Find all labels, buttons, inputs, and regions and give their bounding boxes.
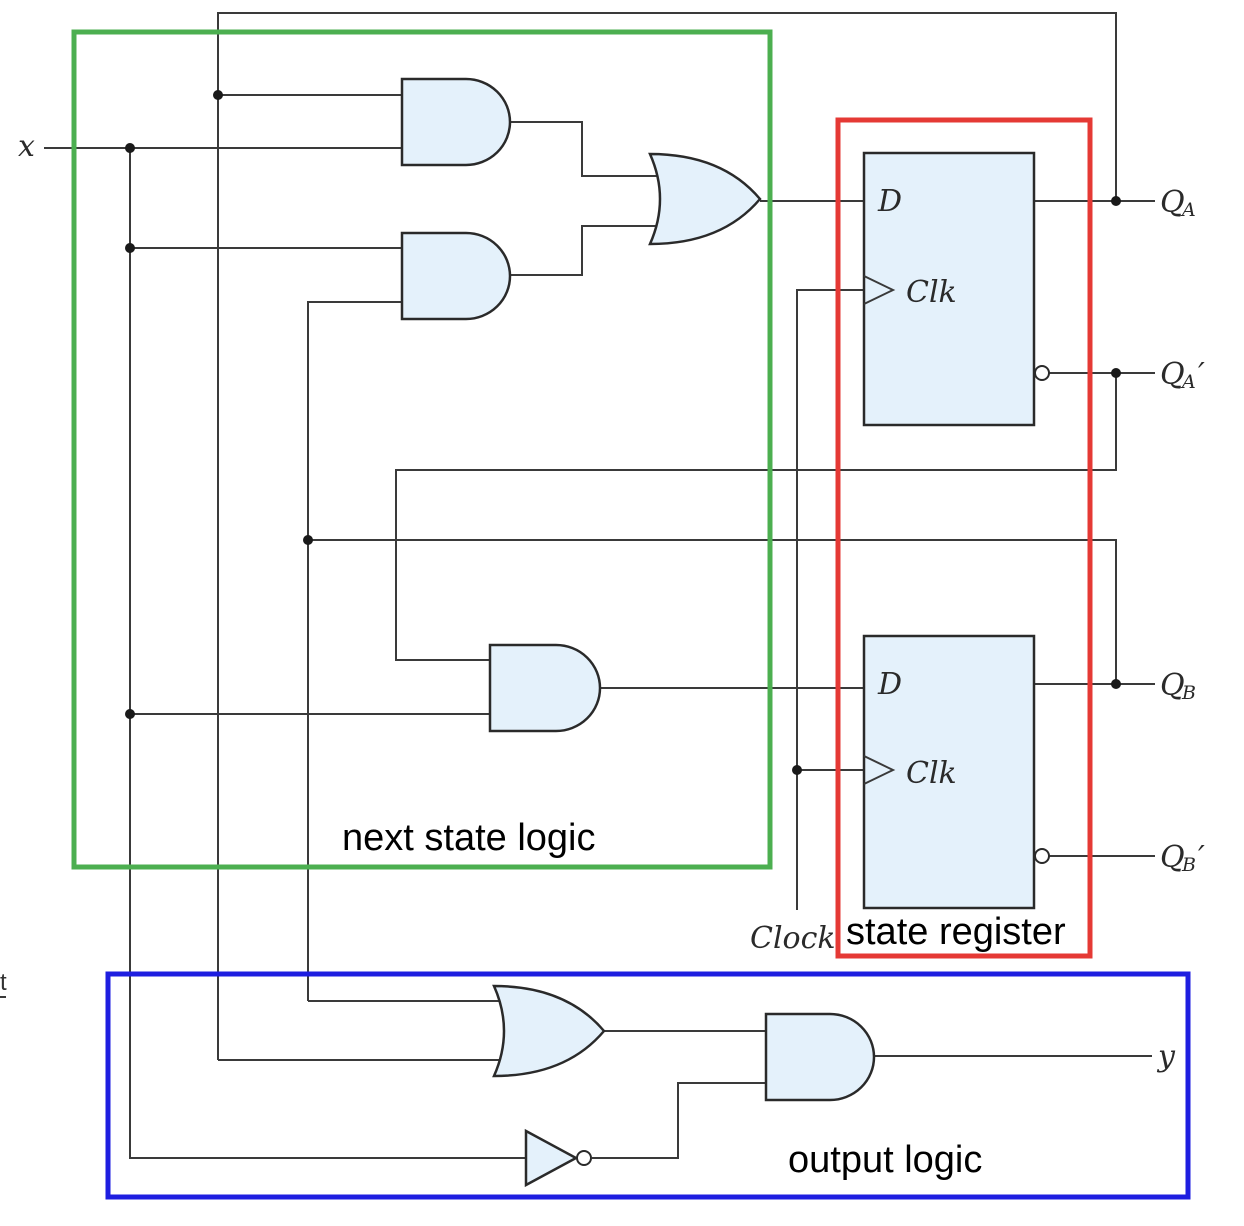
state-register-label: state register [846, 911, 1066, 953]
junction-dot [125, 709, 135, 719]
junction-dot [303, 535, 313, 545]
wire-clock [796, 289, 864, 910]
clock-label: Clock [750, 921, 836, 956]
wire-not-and4 [592, 1082, 766, 1159]
junction-dot [792, 765, 802, 775]
or-gate-2 [492, 984, 606, 1078]
output-y-label: y [1156, 1039, 1176, 1074]
wire-qb-feedback [307, 301, 402, 1001]
input-x-label: x [18, 129, 35, 164]
junction-dot [213, 90, 223, 100]
flipflop-b-clk-triangle [863, 755, 896, 785]
wire-x-bus [129, 148, 526, 1159]
qb-subscript: B [1181, 682, 1196, 704]
not-gate-bubble [576, 1150, 592, 1166]
qb-not-base: Q [1160, 840, 1185, 875]
next-state-logic-label: next state logic [342, 817, 595, 859]
flipflop-a-clk-label: Clk [906, 275, 957, 310]
output-qb-label: Q B [1160, 668, 1196, 704]
and-gate-2 [400, 231, 512, 321]
margin-fragment: t [0, 969, 7, 996]
wire-qa-not-feedback [395, 373, 1117, 661]
flipflop-a: D Clk [862, 151, 1050, 427]
not-gate [524, 1128, 579, 1188]
junction-dot [125, 143, 135, 153]
flipflop-a-clk-triangle [863, 275, 896, 305]
qa-subscript: A [1180, 199, 1196, 221]
junction-dot [1111, 679, 1121, 689]
qa-not-prime: ′ [1198, 357, 1205, 392]
flipflop-b: D Clk [862, 634, 1050, 910]
state-register-box [835, 117, 1093, 959]
output-logic-box [105, 971, 1191, 1200]
output-qb-not-label: Q B ′ [1160, 840, 1205, 876]
junction-dot [125, 243, 135, 253]
wires [44, 12, 1155, 1159]
flipflop-a-bubble [1034, 365, 1050, 381]
output-logic-label: output logic [788, 1139, 982, 1181]
flipflop-b-bubble [1034, 848, 1050, 864]
wire-and2-or1 [510, 225, 660, 276]
output-qa-label: Q A [1160, 185, 1196, 221]
wire-qa-feedback [217, 12, 1117, 1060]
flipflop-b-clk-label: Clk [906, 756, 957, 791]
qb-base: Q [1160, 668, 1185, 703]
wire-qb-tap [308, 539, 1117, 684]
or-gate-1 [648, 152, 762, 246]
output-qa-not-label: Q A ′ [1160, 357, 1205, 393]
flipflop-b-body [862, 634, 1036, 910]
wire-and1-or1 [510, 121, 660, 177]
and-gate-3 [488, 643, 602, 733]
qa-not-subscript: A [1180, 371, 1196, 393]
flipflop-a-d-label: D [877, 184, 902, 219]
junction-dot [1111, 196, 1121, 206]
flipflop-b-d-label: D [877, 667, 902, 702]
qa-base: Q [1160, 185, 1185, 220]
and-gate-4 [764, 1012, 876, 1102]
qa-not-base: Q [1160, 357, 1185, 392]
junction-dot [1111, 368, 1121, 378]
and-gate-1 [400, 77, 512, 167]
qb-not-prime: ′ [1198, 840, 1205, 875]
next-state-logic-box [71, 29, 773, 870]
qb-not-subscript: B [1181, 854, 1196, 876]
junctions [125, 90, 1121, 775]
